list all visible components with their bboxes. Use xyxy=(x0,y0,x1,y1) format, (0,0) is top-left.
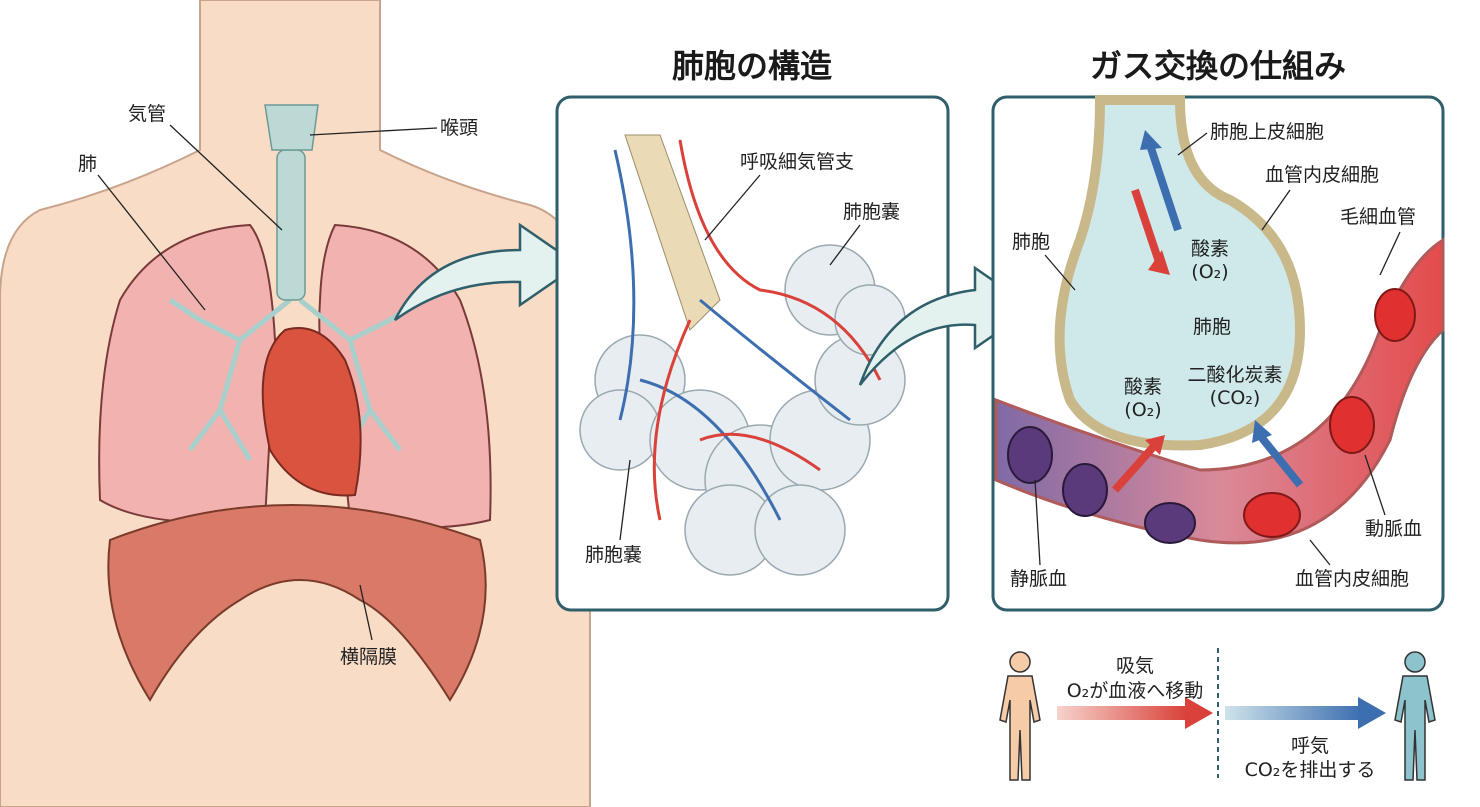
label-alveolus-center: 肺胞 xyxy=(1193,316,1231,338)
heart xyxy=(261,327,362,497)
alveolus-cross-section xyxy=(1054,95,1306,451)
label-oxygen-bottom: 酸素 xyxy=(1124,376,1162,398)
label-oxygen-bottom-formula: (O₂) xyxy=(1124,399,1161,421)
label-capillary: 毛細血管 xyxy=(1340,206,1416,228)
exhale-arrow-shaft xyxy=(1225,706,1360,720)
label-alveolar-sac-bottom: 肺胞嚢 xyxy=(585,544,642,566)
label-endothelial-cell-bottom: 血管内皮細胞 xyxy=(1295,568,1409,590)
exhale-description: CO₂を排出する xyxy=(1245,759,1376,781)
gas-arrows xyxy=(1112,130,1304,493)
alveolus-structure-title: 肺胞の構造 xyxy=(672,47,832,85)
label-diaphragm: 横隔膜 xyxy=(340,646,397,668)
label-co2: 二酸化炭素 xyxy=(1187,364,1282,386)
label-alveolar-epithelial-cell: 肺胞上皮細胞 xyxy=(1210,121,1324,143)
zoom-arrow-1 xyxy=(393,222,581,322)
torso-illustration: 気管 喉頭 肺 横隔膜 xyxy=(0,0,591,807)
label-arterial-blood: 動脈血 xyxy=(1365,518,1422,540)
breathing-summary: 吸気 O₂が血液へ移動 呼気 CO₂を排出する xyxy=(999,648,1436,781)
capillary-vessel xyxy=(994,237,1445,545)
exhale-arrow-head xyxy=(1358,697,1386,729)
bronchial-tree xyxy=(168,297,422,462)
trachea xyxy=(264,104,319,301)
label-co2-formula: (CO₂) xyxy=(1210,387,1261,409)
label-alveolus-side: 肺胞 xyxy=(1012,231,1050,253)
inhale-arrow-shaft xyxy=(1057,706,1187,720)
diaphragm xyxy=(107,504,487,702)
gas-exchange-title: ガス交換の仕組み xyxy=(1090,47,1346,85)
label-oxygen-top-formula: (O₂) xyxy=(1191,261,1228,283)
inhale-arrow-head xyxy=(1185,697,1213,729)
exhale-title: 呼気 xyxy=(1291,735,1329,757)
label-lung: 肺 xyxy=(78,153,97,175)
human-figure-inhale-icon xyxy=(999,651,1041,781)
label-respiratory-bronchiole: 呼吸細気管支 xyxy=(740,151,854,173)
label-oxygen-top: 酸素 xyxy=(1191,238,1229,260)
human-figure-exhale-icon xyxy=(1394,651,1436,781)
label-trachea: 気管 xyxy=(128,103,166,125)
label-alveolar-sac-top: 肺胞嚢 xyxy=(843,201,900,223)
label-endothelial-cell-top: 血管内皮細胞 xyxy=(1265,164,1379,186)
inhale-description: O₂が血液へ移動 xyxy=(1067,680,1204,702)
label-larynx: 喉頭 xyxy=(440,117,478,139)
label-venous-blood: 静脈血 xyxy=(1010,568,1067,590)
inhale-title: 吸気 xyxy=(1116,655,1154,677)
